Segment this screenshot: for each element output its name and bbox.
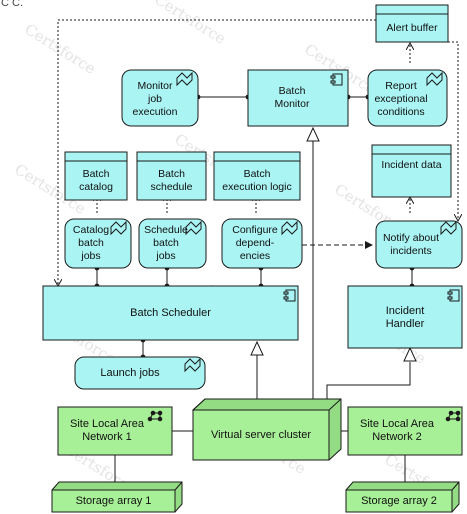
execution-logic-shape xyxy=(213,151,301,201)
alert-buffer-shape xyxy=(375,4,449,43)
configure-shape xyxy=(221,218,303,269)
storage2-shape xyxy=(345,489,453,513)
component-icon xyxy=(330,73,343,86)
lan2-shape xyxy=(347,406,463,456)
cluster-realizes-handler xyxy=(326,362,411,402)
component-icon xyxy=(283,289,296,302)
function-icon xyxy=(185,220,202,236)
relations xyxy=(58,19,458,487)
catalog-jobs-shape xyxy=(64,218,132,269)
function-icon xyxy=(426,71,443,87)
incident-handler-shape xyxy=(347,285,463,349)
network-icon xyxy=(445,410,461,422)
cluster-shape xyxy=(192,409,330,461)
network-icon xyxy=(147,410,163,422)
notify-shape xyxy=(375,220,463,269)
function-icon xyxy=(176,71,193,87)
component-icon xyxy=(447,289,460,302)
technology-shapes xyxy=(51,398,463,513)
batch-schedule-shape xyxy=(136,151,207,201)
function-icon xyxy=(281,220,298,236)
storage1-shape xyxy=(51,489,176,513)
realization-heads xyxy=(250,126,417,362)
application-shapes xyxy=(42,4,463,390)
launch-jobs-shape xyxy=(74,356,206,390)
function-icon xyxy=(440,220,457,236)
corner-marker: C C. xyxy=(1,0,23,9)
monitor-job-shape xyxy=(121,69,199,127)
incident-data-shape xyxy=(371,144,452,198)
function-icon xyxy=(184,357,201,373)
batch-monitor-shape xyxy=(247,69,349,127)
batch-catalog-shape xyxy=(64,151,128,201)
function-icon xyxy=(110,220,127,236)
batch-scheduler-shape xyxy=(42,285,299,341)
report-shape xyxy=(367,69,448,127)
alert-buffer-to-notify xyxy=(448,41,458,221)
alert-buffer-to-scheduler xyxy=(58,19,376,286)
